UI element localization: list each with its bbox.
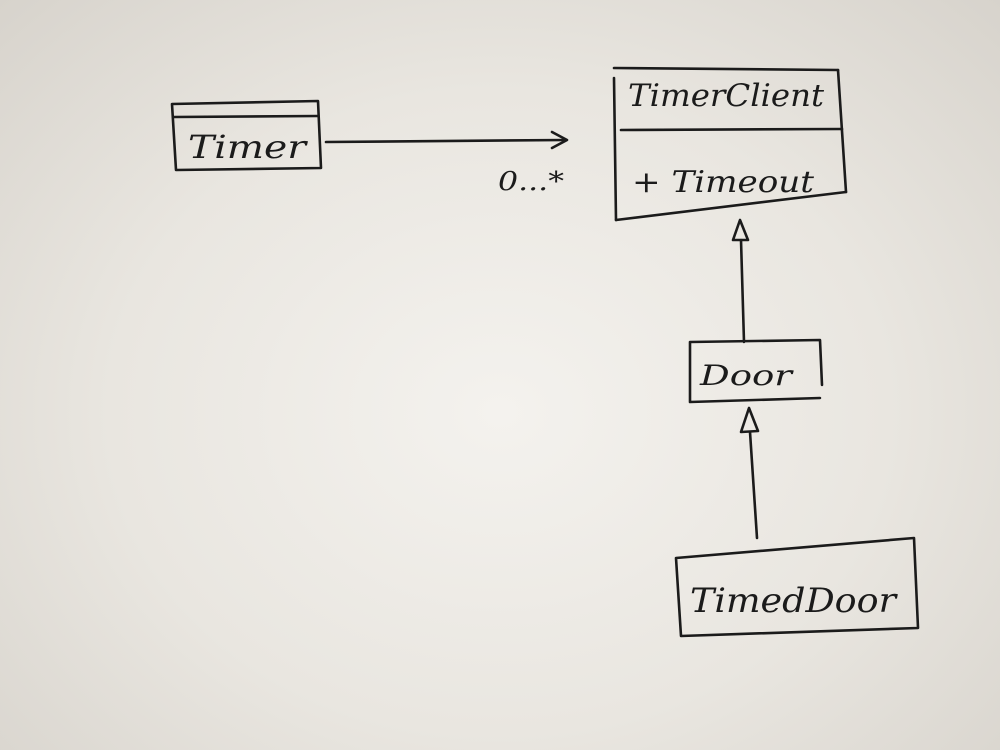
timer-client-operation: + Timeout — [632, 165, 815, 200]
door-class-box — [688, 338, 824, 404]
timer-client-box-left-edge — [612, 76, 618, 222]
timer-class-box — [170, 99, 323, 172]
timer-client-class[interactable]: TimerClient + Timeout — [612, 66, 848, 222]
door-generalization-triangle — [731, 218, 750, 242]
association-arrowhead — [550, 130, 569, 150]
timed-door-generalization-line — [748, 430, 759, 540]
timed-door-generalization-triangle — [739, 406, 760, 434]
door-generalization-line — [739, 238, 746, 344]
door-generalization-arrow — [731, 218, 750, 344]
timer-client-box-top-edge — [612, 66, 840, 72]
association-line — [324, 138, 568, 144]
timed-door-class-box — [674, 536, 920, 638]
timer-class-top-stroke — [172, 114, 320, 119]
timed-door-class-name: TimedDoor — [690, 581, 898, 621]
door-class[interactable]: Door — [688, 338, 824, 404]
door-class-name: Door — [699, 359, 794, 392]
association-arrow — [324, 130, 569, 150]
timed-door-generalization-arrow — [739, 406, 760, 540]
timer-class-name: Timer — [188, 128, 308, 166]
timed-door-class[interactable]: TimedDoor — [674, 536, 920, 638]
association-multiplicity: 0...* — [498, 167, 564, 197]
timer-class[interactable]: Timer — [170, 99, 323, 172]
timer-client-class-name: TimerClient — [628, 78, 825, 114]
timer-client-compartment-divider — [619, 127, 844, 132]
timer-client-box-bottom-edge — [614, 190, 848, 222]
timer-client-box-right-edge — [836, 68, 848, 194]
